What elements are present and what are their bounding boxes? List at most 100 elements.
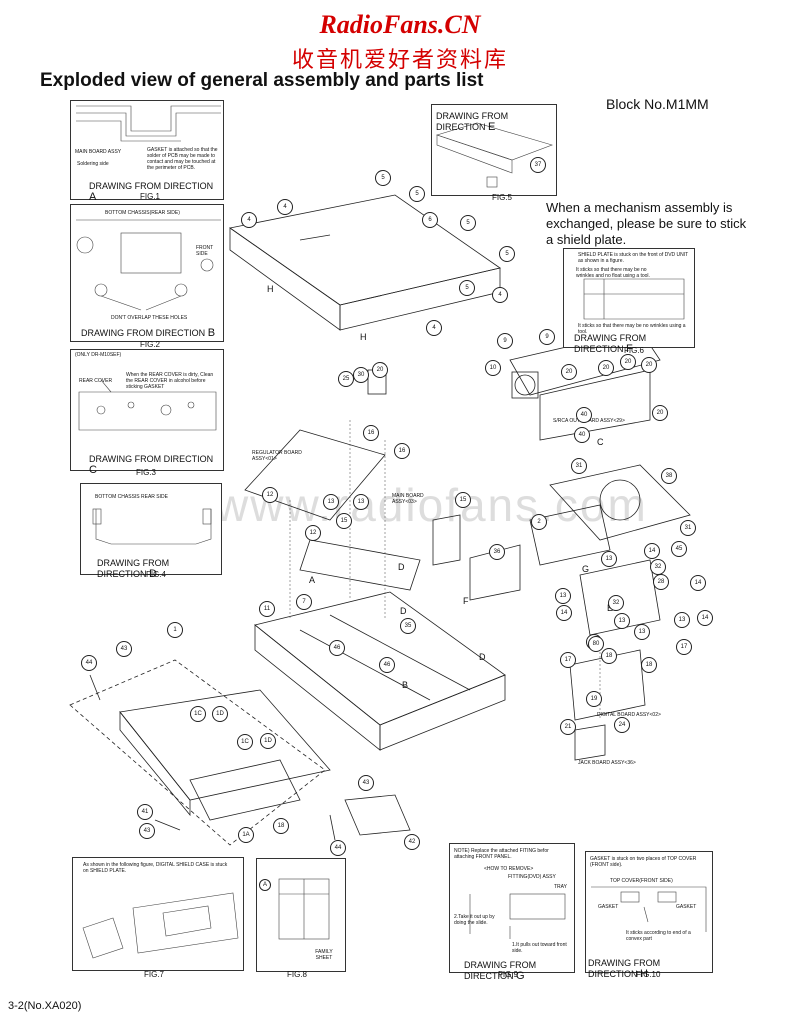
- main-board-label: MAIN BOARD ASSY<03>: [392, 493, 424, 505]
- part-number-bubble: 20: [372, 362, 388, 378]
- fig2-label: FIG.2: [140, 340, 161, 349]
- part-number-bubble: 28: [653, 574, 669, 590]
- fig1-label: FIG.1: [140, 192, 161, 201]
- part-number-bubble: 41: [137, 804, 153, 820]
- part-number-bubble: 17: [676, 639, 692, 655]
- part-number-bubble: 13: [634, 624, 650, 640]
- fig3-note: When the REAR COVER is dirty, Clean the …: [126, 372, 214, 390]
- fig1-main-board: MAIN BOARD ASSY: [75, 149, 122, 155]
- part-number-bubble: 13: [674, 612, 690, 628]
- part-number-bubble: 35: [400, 618, 416, 634]
- part-number-bubble: 42: [404, 834, 420, 850]
- part-number-bubble: 13: [323, 494, 339, 510]
- fig6-panel: SHIELD PLATE is stuck on the front of DV…: [563, 248, 695, 355]
- part-number-bubble: 4: [492, 287, 508, 303]
- part-number-bubble: 5: [409, 186, 425, 202]
- fig5-direction: DRAWING FROM DIRECTION E: [436, 111, 509, 133]
- fig8-marker: A: [259, 879, 271, 891]
- fig10-direction: DRAWING FROM DIRECTION H: [588, 958, 661, 980]
- part-number-bubble: 13: [353, 494, 369, 510]
- direction-letter: D: [398, 562, 405, 572]
- part-number-bubble: 80: [588, 636, 604, 652]
- dvd-unit-shape: [549, 464, 691, 541]
- part-number-bubble: 5: [499, 246, 515, 262]
- fig6-direction: DRAWING FROM DIRECTION F: [574, 333, 647, 355]
- fig10-label: FIG.10: [636, 970, 661, 979]
- bottom-chassis-shape: [254, 591, 506, 726]
- part-number-bubble: 13: [555, 588, 571, 604]
- part-number-bubble: 32: [608, 595, 624, 611]
- part-number-bubble: 45: [671, 541, 687, 557]
- part-number-bubble: 1: [167, 622, 183, 638]
- fig10-gasket-left: GASKET: [598, 904, 619, 910]
- part-number-bubble: 2: [531, 514, 547, 530]
- fig10-note: GASKET is stuck on two places of TOP COV…: [590, 856, 697, 868]
- fig9-direction: DRAWING FROM DIRECTION G: [464, 960, 537, 982]
- fig6-label: FIG.6: [624, 346, 645, 355]
- fig4-direction: DRAWING FROM DIRECTION D: [97, 558, 170, 580]
- shield-plate-notice: When a mechanism assembly is exchanged, …: [546, 200, 747, 247]
- part-number-bubble: 21: [560, 719, 576, 735]
- fig9-tray: TRAY: [554, 884, 567, 890]
- fig9-label: FIG.9: [498, 970, 519, 979]
- fig9-note: NOTE) Replace the attached FITING befor …: [454, 848, 549, 860]
- part-number-bubble: 46: [329, 640, 345, 656]
- part-number-bubble: 43: [139, 823, 155, 839]
- part-number-bubble: 15: [336, 513, 352, 529]
- part-number-bubble: 14: [556, 605, 572, 621]
- part-number-bubble: 18: [601, 648, 617, 664]
- fig1-soldering: Soldering side: [77, 161, 109, 167]
- part-number-bubble: 38: [661, 468, 677, 484]
- direction-letter: D: [400, 606, 407, 616]
- direction-letter: D: [479, 652, 486, 662]
- fig1-direction: DRAWING FROM DIRECTION A: [89, 181, 214, 203]
- direction-letter: B: [402, 680, 409, 690]
- digital-board-label: DIGITAL BOARD ASSY<02>: [597, 712, 661, 718]
- fig2-direction: DRAWING FROM DIRECTION B: [81, 327, 216, 339]
- part-number-bubble: 46: [379, 657, 395, 673]
- part-number-bubble: 7: [296, 594, 312, 610]
- direction-letter: H: [267, 284, 274, 294]
- fig4-panel: BOTTOM CHASSIS REAR SIDE DRAWING FROM DI…: [80, 483, 222, 580]
- site-title: RadioFans.CN: [319, 10, 481, 39]
- part-number-bubble: 6: [422, 212, 438, 228]
- part-number-bubble: 12: [262, 487, 278, 503]
- direction-letter: H: [360, 332, 367, 342]
- part-number-bubble: 14: [697, 610, 713, 626]
- fig6-note3: It sticks so that there may be no wrinkl…: [578, 323, 686, 335]
- part-number-bubble: 4: [277, 199, 293, 215]
- fig5-panel: DRAWING FROM DIRECTION E 37: [431, 104, 557, 196]
- jack-board-label: JACK BOARD ASSY<36>: [578, 760, 636, 766]
- fig1-gasket-note: GASKET is attached so that the solder of…: [147, 147, 218, 171]
- part-number-bubble: 14: [644, 543, 660, 559]
- part-number-bubble: 32: [650, 559, 666, 575]
- part-number-bubble: 1D: [260, 733, 276, 749]
- fig3-rear-cover: REAR COVER: [79, 378, 113, 384]
- page-title: Exploded view of general assembly and pa…: [40, 70, 484, 91]
- part-number-bubble: 43: [116, 641, 132, 657]
- part-number-bubble: 44: [330, 840, 346, 856]
- part-number-bubble: 1D: [212, 706, 228, 722]
- fig2-panel: BOTTOM CHASSIS(REAR SIDE) DON'T OVERLAP …: [70, 204, 224, 342]
- regulator-board-shape: [244, 429, 386, 521]
- part-number-bubble: 36: [489, 544, 505, 560]
- part-number-bubble: 20: [620, 354, 636, 370]
- fig5-label: FIG.5: [492, 193, 513, 202]
- part-number-bubble: 1C: [190, 706, 206, 722]
- part-number-bubble: 12: [305, 525, 321, 541]
- part-number-bubble: 4: [426, 320, 442, 336]
- part-number-bubble: 31: [680, 520, 696, 536]
- fig7-label: FIG.7: [144, 970, 165, 979]
- fig10-stick: It sticks according to end of a convex p…: [626, 930, 691, 942]
- part-number-bubble: 5: [459, 280, 475, 296]
- part-number-bubble: 25: [338, 371, 354, 387]
- part-number-bubble: 31: [571, 458, 587, 474]
- part-number-bubble: 17: [560, 652, 576, 668]
- fig9-how-to: <HOW TO REMOVE>: [484, 866, 534, 872]
- fig3-panel: (ONLY DR-M10SEF) REAR COVER When the REA…: [70, 349, 224, 476]
- fig4-label: FIG.4: [146, 570, 167, 579]
- fig8-label: FIG.8: [287, 970, 308, 979]
- part-number-bubble: 18: [641, 657, 657, 673]
- fig10-top-cover: TOP COVER(FRONT SIDE): [610, 878, 673, 884]
